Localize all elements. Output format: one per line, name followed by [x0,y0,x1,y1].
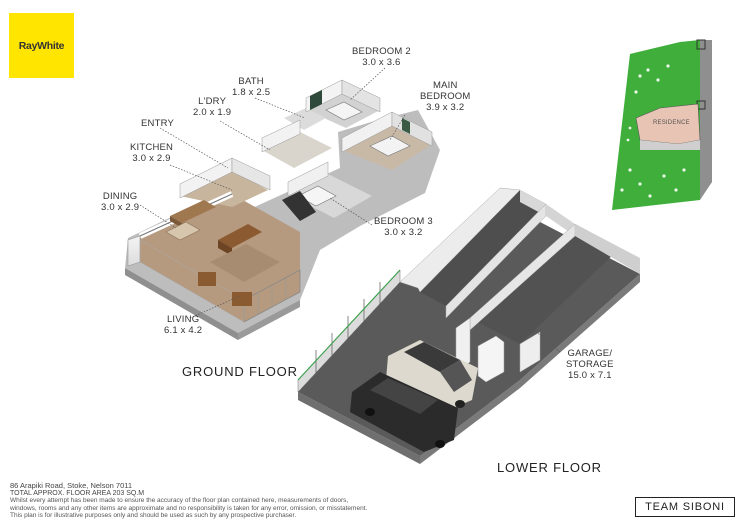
label-laundry: L'DRY 2.0 x 1.9 [193,96,232,118]
ground-floor-model [125,79,440,340]
disclaimer-line-3: This plan is for illustrative purposes o… [10,512,297,520]
raywhite-logo: RayWhite [9,13,74,78]
logo-text: RayWhite [18,39,65,52]
disclaimer-line-1: Whilst every attempt has been made to en… [10,497,349,505]
label-main-bedroom: MAIN BEDROOM 3.9 x 3.2 [420,80,471,113]
lower-floor-title: LOWER FLOOR [497,460,602,475]
footer-info: 86 Arapiki Road, Stoke, Nelson 7011 TOTA… [10,482,367,520]
total-floor-area: TOTAL APPROX. FLOOR AREA 203 SQ.M [10,489,145,497]
main-bedroom-bed [369,135,411,157]
disclaimer-line-2: windows, rooms and any other items are a… [10,504,368,512]
label-bedroom-2: BEDROOM 2 3.0 x 3.6 [352,46,411,68]
kitchen-floor [180,170,268,207]
lower-floor-model [297,187,640,464]
bedroom2-bed [325,101,363,121]
label-bedroom-3: BEDROOM 3 3.0 x 3.2 [374,216,433,238]
team-siboni-logo: TEAM SIBONI [635,497,735,517]
property-address: 86 Arapiki Road, Stoke, Nelson 7011 [10,481,133,490]
ground-floor-title: GROUND FLOOR [182,364,298,379]
label-dining: DINING 3.0 x 2.9 [101,191,140,213]
label-entry: ENTRY [141,118,175,129]
label-bath: BATH 1.8 x 2.5 [232,76,271,98]
leader-lines [139,67,561,353]
black-car [350,372,458,452]
white-car [386,340,478,412]
site-plan [612,39,712,210]
site-residence-label: RESIDENCE [653,120,690,126]
label-garage-storage: GARAGE/ STORAGE 15.0 x 7.1 [566,348,614,381]
living-sofa [218,224,262,248]
label-living: LIVING 6.1 x 4.2 [164,314,203,336]
label-kitchen: KITCHEN 3.0 x 2.9 [130,142,174,164]
dining-table [165,221,201,241]
